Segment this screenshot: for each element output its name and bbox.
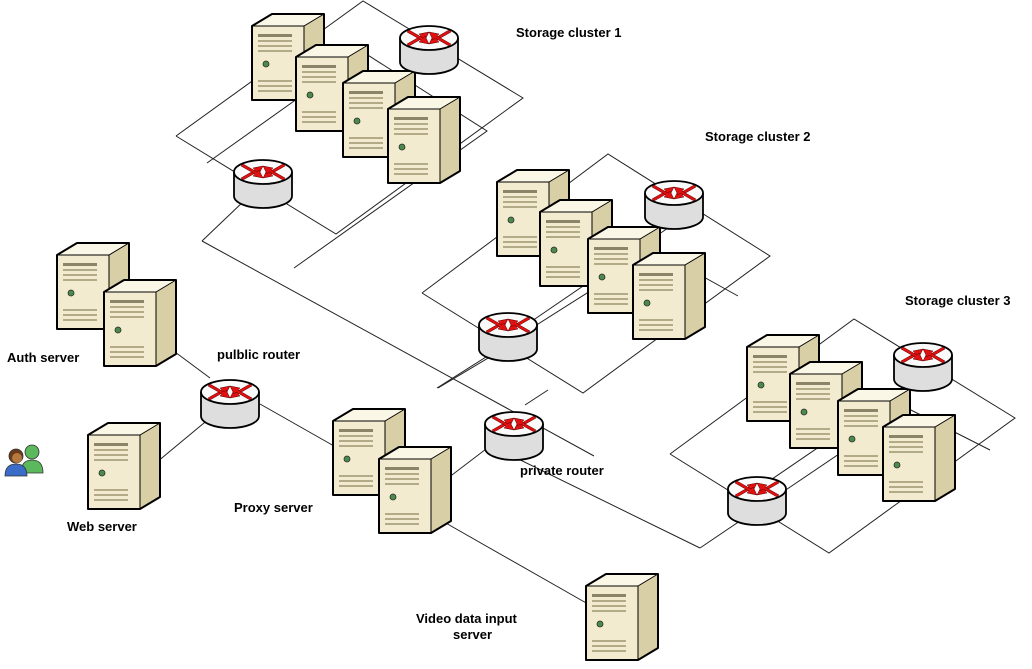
router-icon [644, 180, 704, 230]
auth-to-public-router [174, 351, 211, 379]
private-router-icon [484, 411, 544, 461]
public-router-label: pulblic router [217, 347, 300, 362]
router-icon [399, 25, 459, 75]
auth-server-label: Auth server [7, 350, 79, 365]
video-server-label-line1: Video data input [416, 611, 518, 626]
private-router-label: private router [520, 463, 604, 478]
video-input-server-icon [585, 573, 659, 661]
video-server-label-line2: server [453, 627, 492, 642]
storage-cluster-1-label: Storage cluster 1 [516, 25, 622, 40]
router-icon [233, 159, 293, 209]
storage-cluster-1 [233, 13, 461, 209]
users-icon [4, 444, 44, 477]
storage-cluster-2 [478, 169, 706, 362]
storage-cluster-3-label: Storage cluster 3 [905, 293, 1011, 308]
router-icon [727, 476, 787, 526]
cluster1-to-backbone [201, 199, 246, 242]
storage-cluster-3 [727, 334, 956, 526]
proxy-to-private-router [447, 445, 491, 479]
router-icon [893, 342, 953, 392]
public-router-icon [200, 379, 260, 429]
cluster1-inner-plane [206, 51, 488, 269]
auth-servers [56, 242, 177, 367]
server-icon [882, 414, 956, 502]
public-router-to-proxy [259, 403, 335, 447]
private-router-to-cluster3 [499, 449, 701, 549]
proxy-servers [332, 408, 452, 534]
router-icon [478, 312, 538, 362]
proxy-to-video-server [443, 521, 589, 605]
server-icon [103, 279, 177, 367]
web-server-label: Web server [67, 519, 137, 534]
server-icon [387, 96, 461, 184]
private-router-to-cluster2 [524, 389, 549, 406]
web-to-public-router [156, 417, 211, 463]
storage-cluster-2-label: Storage cluster 2 [705, 129, 811, 144]
proxy-server-label: Proxy server [234, 500, 313, 515]
web-server-icon [87, 422, 161, 510]
server-icon [632, 252, 706, 340]
server-icon [378, 446, 452, 534]
